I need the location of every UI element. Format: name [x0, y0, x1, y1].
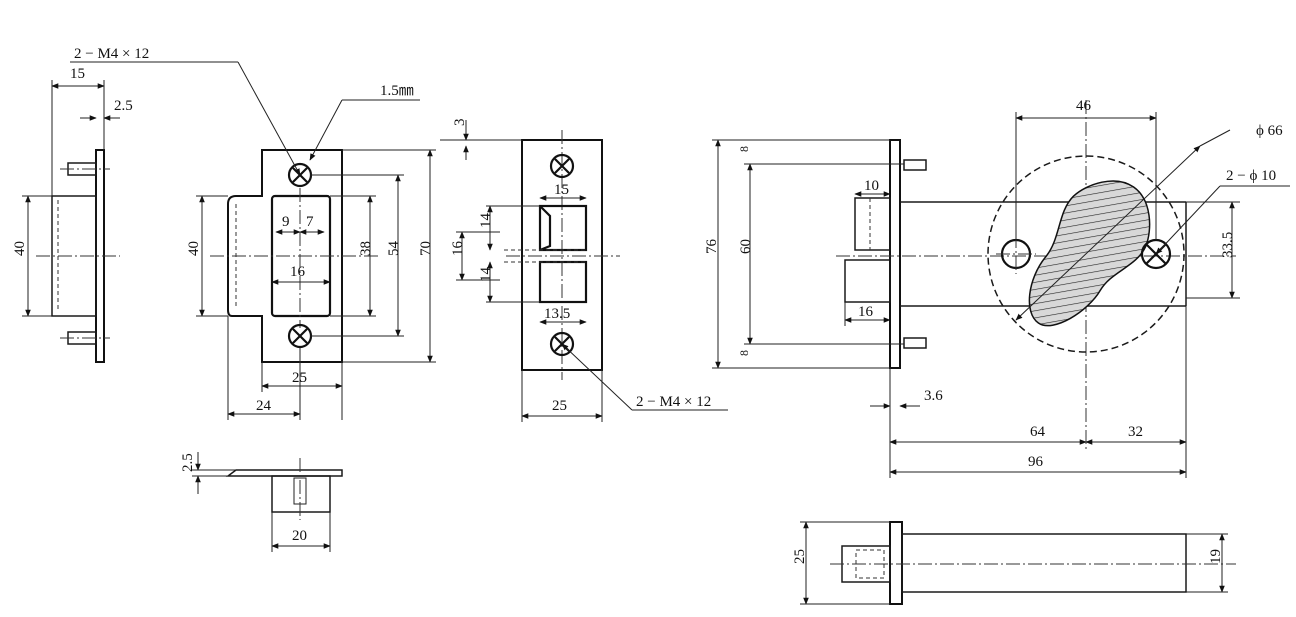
dim-strike-14b: 14	[478, 267, 494, 283]
dim-strike-13-5: 13.5	[544, 306, 570, 322]
dim-front-40: 40	[186, 241, 202, 256]
dim-latch-96: 96	[1028, 454, 1044, 470]
dim-latch-33-5: 33.5	[1220, 232, 1236, 258]
dim-front-24: 24	[256, 398, 272, 414]
dim-front-54: 54	[386, 241, 402, 257]
dim-strike-3: 3	[452, 119, 468, 127]
dim-strike-16: 16	[450, 241, 466, 257]
label-dia-10: 2 − ϕ 10	[1226, 168, 1276, 184]
label-screw-callout-2: 2 − M4 × 12	[636, 394, 711, 410]
dim-latch-16: 16	[858, 304, 874, 320]
dim-bottom-2-5: 2.5	[180, 453, 196, 472]
dim-front-38: 38	[358, 241, 374, 256]
dim-front-9: 9	[282, 214, 290, 230]
dim-strike-25: 25	[552, 398, 567, 414]
dim-latch-10: 10	[864, 178, 879, 194]
dim-latch-64: 64	[1030, 424, 1046, 440]
latch-body-view: ϕ 66 2 − ϕ 10 46 33.5 10 16 76 60 8 8	[704, 98, 1290, 478]
dim-strike-15: 15	[554, 182, 569, 198]
dim-latch-3-6: 3.6	[924, 388, 943, 404]
dim-front-7: 7	[306, 214, 314, 230]
label-screw-callout-1: 2 − M4 × 12	[74, 46, 149, 62]
strike-plate-view: 15 13.5 3 14 16 14 25 2 − M4 × 12	[440, 119, 728, 422]
dim-latch-32: 32	[1128, 424, 1143, 440]
dim-latch-8a: 8	[737, 146, 751, 152]
front-plate-view: 9 7 16 40 38 54 70 25 24	[70, 46, 436, 420]
dim-bottom-20: 20	[292, 528, 307, 544]
dim-side-15: 15	[70, 66, 85, 82]
dim-front-70: 70	[418, 241, 434, 256]
label-dia-66: ϕ 66	[1256, 123, 1283, 139]
dim-side-2-5: 2.5	[114, 98, 133, 114]
dim-strike-14a: 14	[478, 213, 494, 229]
dim-latch-8b: 8	[737, 350, 751, 356]
latch-bottom-view: 25 19	[792, 521, 1236, 605]
side-view: 15 2.5 40	[12, 66, 133, 363]
dim-front-16: 16	[290, 264, 306, 280]
label-plate-thickness: 1.5㎜	[380, 83, 414, 99]
dim-latch-46: 46	[1076, 98, 1092, 114]
dim-latch-60: 60	[738, 239, 754, 254]
dim-side-40: 40	[12, 241, 28, 256]
dim-latch-25: 25	[792, 549, 808, 564]
dim-latch-76: 76	[704, 239, 720, 255]
bottom-view: 2.5 20	[180, 452, 343, 552]
dim-latch-19: 19	[1208, 549, 1224, 564]
